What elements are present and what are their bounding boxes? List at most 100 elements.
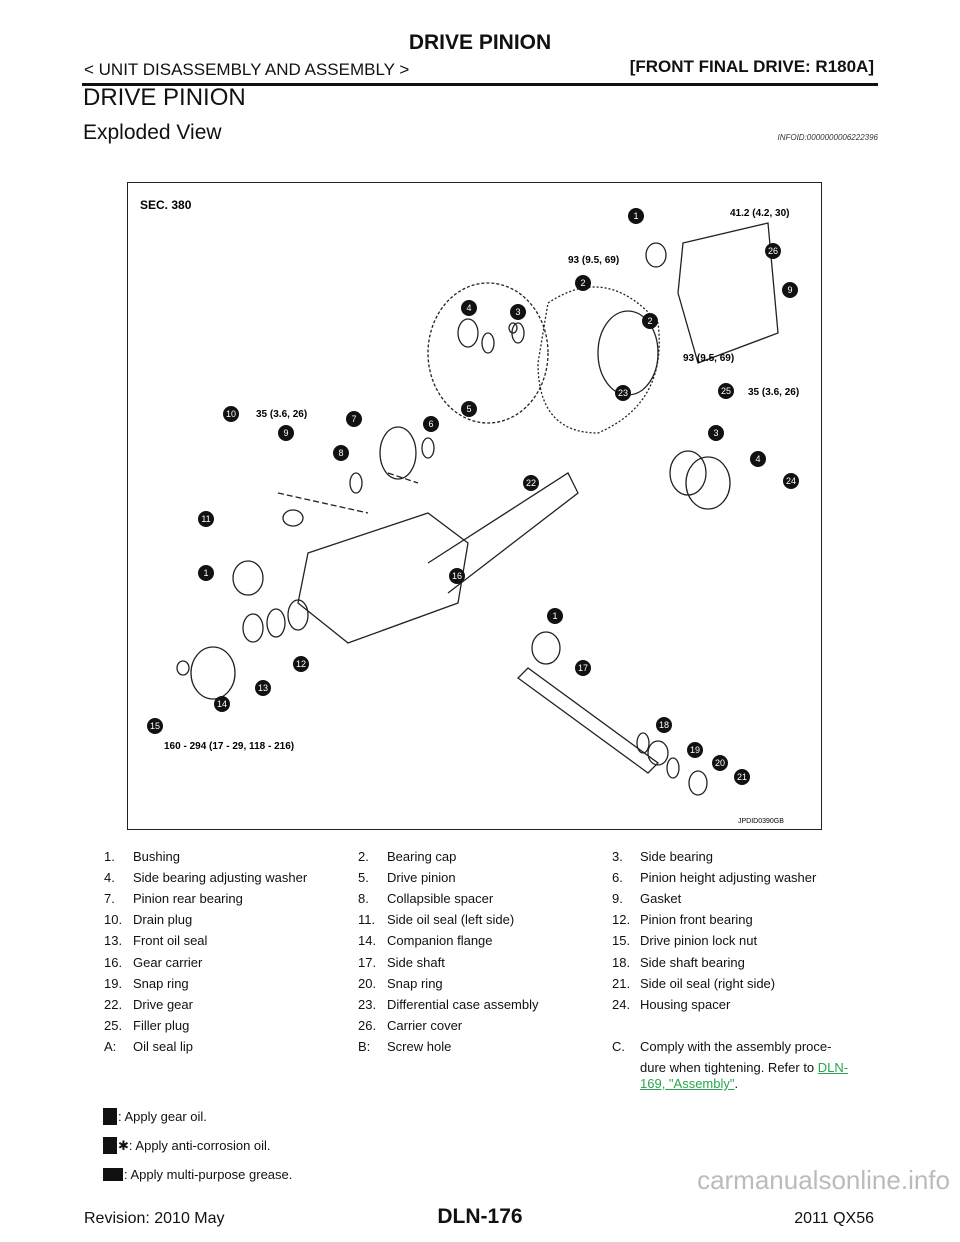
legend-label: Filler plug <box>133 1017 190 1033</box>
diagram-code: JPDID0390GB <box>738 818 784 825</box>
callout-number: 1 <box>633 211 638 221</box>
callout-number: 10 <box>226 409 236 419</box>
legend-label: Side oil seal (left side) <box>387 912 515 928</box>
callout-marker <box>782 282 798 298</box>
legend-number: 7. <box>104 891 115 907</box>
callout-number: 4 <box>466 303 471 313</box>
legend-label: Side oil seal (right side) <box>640 975 776 991</box>
grease-icon <box>103 1168 123 1181</box>
callout-marker <box>642 313 658 329</box>
callout-number: 1 <box>552 611 557 621</box>
callout-marker <box>718 383 734 399</box>
revision: Revision: 2010 May <box>84 1210 225 1227</box>
legend-label: Snap ring <box>387 975 443 991</box>
legend-number: A: <box>104 1038 117 1054</box>
callout-number: 2 <box>647 316 652 326</box>
callout-marker <box>198 565 214 581</box>
page-number: DLN-176 <box>437 1205 523 1228</box>
callout-number: 2 <box>580 278 585 288</box>
callout-number: 3 <box>713 428 718 438</box>
legend-number: 25. <box>104 1017 123 1033</box>
callout-number: 16 <box>452 571 462 581</box>
callout-number: 22 <box>526 478 536 488</box>
legend-number: 5. <box>358 870 369 886</box>
callout-number: 8 <box>338 448 343 458</box>
callout-marker <box>712 755 728 771</box>
legend-label: Drive pinion <box>387 870 456 886</box>
legend-number: 22. <box>104 996 123 1012</box>
legend-label: Collapsible spacer <box>387 891 494 907</box>
info-id: INFOID:0000000006222396 <box>777 133 878 142</box>
legend-label: Drain plug <box>133 912 193 928</box>
callout-marker <box>687 742 703 758</box>
callout-marker <box>278 425 294 441</box>
callout-marker <box>223 406 239 422</box>
legend-number: 8. <box>358 891 369 907</box>
legend-label: Side bearing adjusting washer <box>133 870 308 886</box>
callout-number: 13 <box>258 683 268 693</box>
callout-number: 19 <box>690 745 700 755</box>
legend-label: Pinion front bearing <box>640 912 753 928</box>
legend-number: 13. <box>104 933 123 949</box>
callout-number: 18 <box>659 720 669 730</box>
note-gear-oil: : Apply gear oil. <box>103 1102 292 1131</box>
legend-c-continuation: dure when tightening. Refer to DLN- 169,… <box>640 1060 848 1092</box>
legend-number: 20. <box>358 975 377 991</box>
callout-marker <box>346 411 362 427</box>
legend-number: 24. <box>612 996 631 1012</box>
assembly-link[interactable]: DLN- <box>818 1060 848 1075</box>
callout-marker <box>333 445 349 461</box>
callout-marker <box>734 769 750 785</box>
callout-marker <box>783 473 799 489</box>
callout-marker <box>656 717 672 733</box>
assembly-link-2[interactable]: 169, "Assembly" <box>640 1076 735 1091</box>
callout-number: 23 <box>618 388 628 398</box>
anti-corrosion-oil-icon <box>103 1137 117 1154</box>
subheading: Exploded View <box>83 121 222 144</box>
legend-label: Bushing <box>133 849 180 864</box>
legend-number: 14. <box>358 933 377 949</box>
callout-number: 25 <box>721 386 731 396</box>
legend-label: Companion flange <box>387 933 493 949</box>
note-text: : Apply anti-corrosion oil. <box>128 1138 271 1153</box>
legend-label: Side shaft bearing <box>640 954 745 970</box>
legend-number: 1. <box>104 849 115 864</box>
legend-number: 12. <box>612 912 631 928</box>
legend-label: Drive pinion lock nut <box>640 933 758 949</box>
callout-marker <box>423 416 439 432</box>
legend-number: 23. <box>358 996 377 1012</box>
legend-number: 18. <box>612 954 631 970</box>
header-rule <box>82 83 878 86</box>
gear-oil-icon <box>103 1108 117 1125</box>
callout-marker <box>198 511 214 527</box>
callout-number: 17 <box>578 663 588 673</box>
callout-number: 14 <box>217 699 227 709</box>
exploded-view-diagram: SEC. 380 41.2 (4.2, 30) 93 (9.5, 69) 93 … <box>127 182 822 830</box>
callout-number: 1 <box>203 568 208 578</box>
legend-label: Gear carrier <box>133 954 203 970</box>
legend-number: 9. <box>612 891 623 907</box>
diagram-drawing: SEC. 380 41.2 (4.2, 30) 93 (9.5, 69) 93 … <box>140 198 799 825</box>
legend-label: Housing spacer <box>640 996 731 1012</box>
legend-label: Pinion height adjusting washer <box>640 870 817 886</box>
torque-label: 41.2 (4.2, 30) <box>730 208 789 219</box>
callout-marker <box>214 696 230 712</box>
callout-number: 5 <box>466 404 471 414</box>
watermark: carmanualsonline.info <box>697 1165 950 1195</box>
callout-marker <box>750 451 766 467</box>
page-title: DRIVE PINION <box>83 84 246 111</box>
legend-label: Side bearing <box>640 849 713 864</box>
note-text: : Apply gear oil. <box>118 1109 207 1124</box>
legend-number: 10. <box>104 912 123 928</box>
callout-number: 11 <box>201 514 210 524</box>
link-text[interactable]: DLN- <box>817 1060 849 1075</box>
callout-number: 9 <box>283 428 288 438</box>
legend-number: 2. <box>358 849 369 864</box>
notes: : Apply gear oil. ✱: Apply anti-corrosio… <box>103 1102 292 1189</box>
callout-marker <box>293 656 309 672</box>
legend-number: 3. <box>612 849 623 864</box>
callout-marker <box>255 680 271 696</box>
model: 2011 QX56 <box>794 1210 874 1227</box>
callout-number: 9 <box>787 285 792 295</box>
legend-label: Side shaft <box>387 954 445 970</box>
